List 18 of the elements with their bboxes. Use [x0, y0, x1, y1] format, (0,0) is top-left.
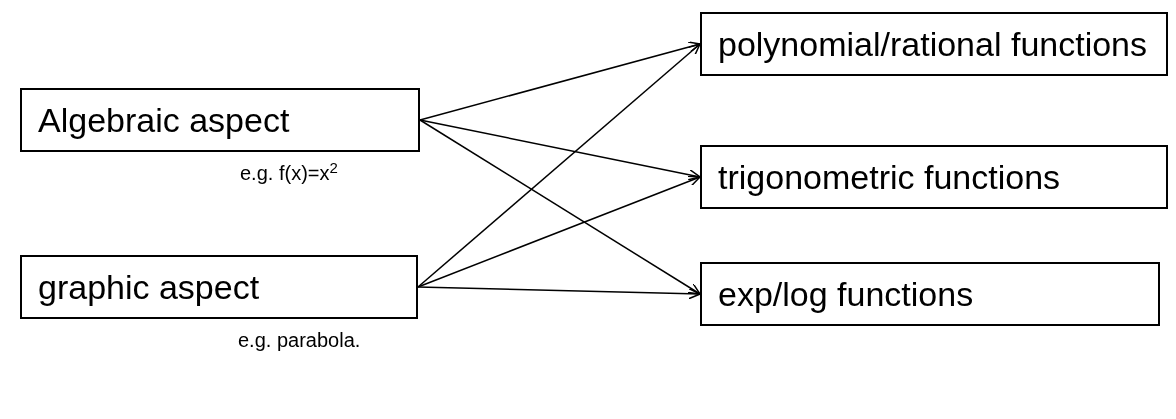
node-label: Algebraic aspect: [38, 99, 290, 141]
process-box: [700, 12, 1168, 76]
node-label: trigonometric functions: [718, 156, 1061, 198]
example-note: e.g. parabola.: [238, 328, 361, 353]
node-label: graphic aspect: [38, 266, 260, 308]
node-label: polynomial/rational functions: [718, 23, 1148, 65]
process-box: [700, 145, 1168, 209]
arrow: [419, 119, 701, 181]
arrow: [417, 43, 701, 288]
example-note: e.g. f(x)=x$^{2}$: [240, 158, 338, 186]
arrow: [419, 41, 701, 121]
arrow: [417, 175, 701, 288]
node-label: exp/log functions: [718, 273, 974, 315]
arrow: [419, 119, 701, 295]
process-box: [20, 255, 418, 319]
arrow: [417, 286, 701, 300]
process-box: [700, 262, 1160, 326]
process-box: [20, 88, 420, 152]
